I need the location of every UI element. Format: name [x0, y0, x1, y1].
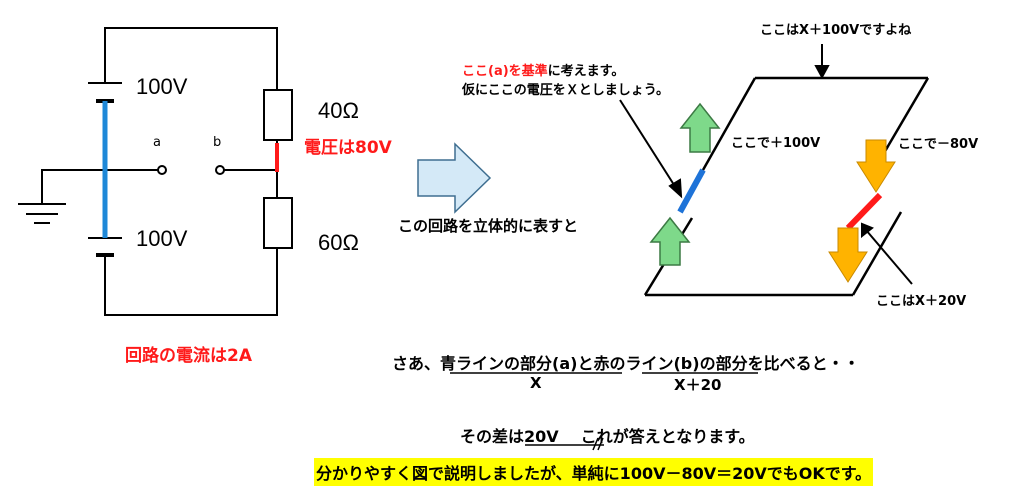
difference-line: その差は20V これが答えとなります。 — [460, 423, 755, 447]
blue-part-label: 青ラインの部分(a) — [440, 354, 578, 373]
reference-note-red: ここ(a)を基準 — [462, 64, 548, 79]
battery-bottom-label: 100V — [136, 226, 188, 251]
resistor-bottom-label: 60Ω — [318, 230, 359, 255]
down-voltage-note: ここで－80V — [898, 137, 979, 152]
green-up-arrow-icon — [649, 216, 691, 266]
current-note: 回路の電流は2A — [125, 346, 252, 366]
blue-line-3d — [677, 168, 706, 214]
comparison-mid: と — [577, 354, 594, 373]
comparison-prefix: さあ、 — [392, 354, 441, 373]
reference-note: ここ(a)を基準に考えます。 — [462, 60, 624, 79]
diff-prefix: その差は — [460, 427, 525, 446]
diff-suffix: これが答えとなります。 — [580, 427, 755, 446]
right-diagram — [643, 76, 930, 297]
battery-top-label: 100V — [136, 74, 188, 99]
x-label: X — [530, 374, 542, 392]
voltage-note: 電圧は80V — [304, 138, 392, 158]
bottom-node-note: ここはX＋20V — [876, 294, 967, 309]
up-voltage-note: ここで＋100V — [731, 136, 821, 151]
orange-down-arrow-icon — [828, 227, 868, 283]
red-line-3d — [845, 192, 883, 231]
node-b-label: b — [213, 135, 222, 150]
orange-down-arrow-icon — [856, 139, 896, 193]
diff-value: 20V — [524, 427, 559, 446]
pointer-arrow-bottom — [865, 229, 913, 285]
transform-arrow-icon — [417, 142, 492, 214]
pointer-arrow-ref — [619, 99, 677, 189]
transform-caption: この回路を立体的に表すと — [398, 217, 579, 235]
x20-label: X＋20 — [674, 376, 722, 394]
comparison-line: さあ、青ラインの部分(a)と赤のライン(b)の部分を比べると・・ — [392, 350, 860, 374]
highlight-note: 分かりやすく図で説明しましたが、単純に100V－80V＝20VでもOKです。 — [314, 458, 874, 486]
resistor-top-label: 40Ω — [318, 98, 359, 123]
left-circuit — [18, 27, 293, 316]
comparison-suffix: の部分を比べると・・ — [699, 354, 860, 373]
reference-note-rest: に考えます。 — [547, 64, 625, 79]
reference-note-line2: 仮にここの電圧をＸとしましょう。 — [462, 83, 669, 98]
node-a-label: a — [153, 135, 161, 150]
red-part-label: 赤のライン(b) — [593, 354, 700, 373]
top-node-note: ここはX＋100Vですよね — [760, 23, 912, 38]
green-up-arrow-icon — [679, 102, 721, 153]
